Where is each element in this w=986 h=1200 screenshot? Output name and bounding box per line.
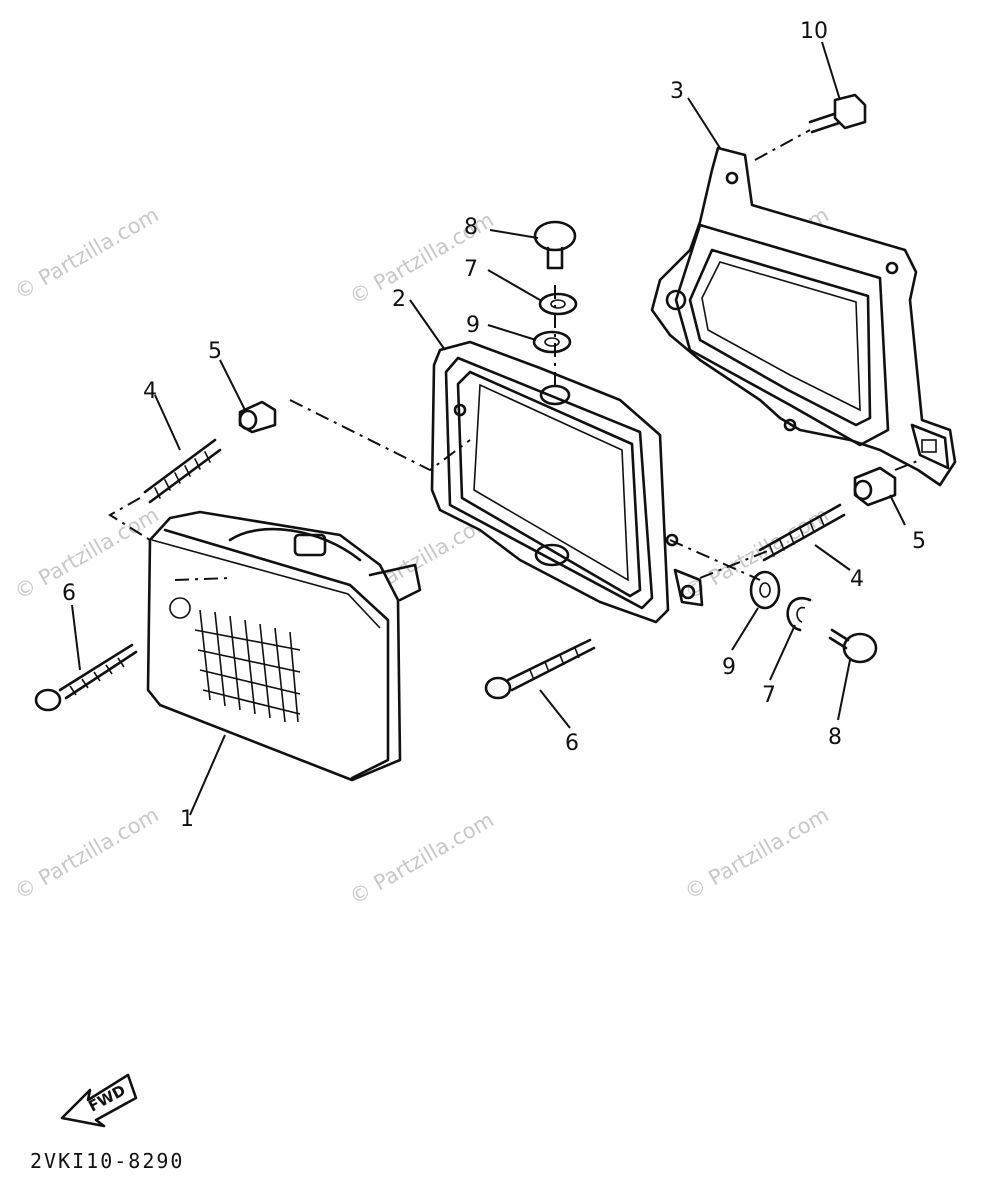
watermark: © Partzilla.com	[11, 503, 163, 605]
part-10-bolt	[808, 93, 867, 134]
watermark: © Partzilla.com	[681, 803, 833, 905]
callout-3: 3	[670, 79, 684, 104]
part-2-housing	[430, 340, 704, 624]
callout-9: 9	[466, 313, 480, 338]
lens-grid	[194, 609, 301, 723]
fwd-arrow-icon: FWD	[60, 1073, 138, 1128]
assembly-lines	[108, 129, 921, 581]
callout-8: 8	[464, 215, 478, 240]
part-9-washer-right	[749, 570, 781, 610]
callout-5: 5	[912, 529, 926, 554]
part-8-bolt-right	[828, 628, 878, 664]
part-5-grommet-right	[853, 466, 897, 507]
callout-4: 4	[850, 567, 864, 592]
callout-10: 10	[800, 19, 828, 44]
callout-8: 8	[828, 725, 842, 750]
part-5-grommet-left	[238, 400, 277, 434]
callout-2: 2	[392, 287, 406, 312]
callout-7: 7	[762, 683, 776, 708]
callout-7: 7	[464, 257, 478, 282]
callout-1: 1	[180, 807, 194, 832]
part-7-washer-right	[786, 596, 812, 632]
part-6-screw-right	[484, 638, 596, 700]
part-4-spring-right	[758, 503, 846, 562]
part-4-spring-left	[143, 438, 222, 504]
callout-9: 9	[722, 655, 736, 680]
watermark: © Partzilla.com	[11, 803, 163, 905]
leader-lines	[71, 41, 906, 816]
callout-5: 5	[208, 339, 222, 364]
callout-6: 6	[62, 581, 76, 606]
watermark: © Partzilla.com	[11, 203, 163, 305]
part-8-bolt-top	[533, 220, 577, 270]
diagram-code: 2VKI10-8290	[30, 1149, 184, 1173]
part-6-screw-left	[34, 643, 138, 712]
callout-4: 4	[143, 379, 157, 404]
part-3-bracket	[650, 146, 957, 487]
callout-6: 6	[565, 731, 579, 756]
part-1-headlight	[146, 510, 422, 782]
part-7-washer-top	[538, 292, 578, 316]
part-9-washer-top	[532, 330, 572, 354]
watermark: © Partzilla.com	[346, 808, 498, 910]
callouts: 10 3 2 8 7 9 5 4 6 1 5 4 9 7 8 6	[62, 19, 926, 832]
